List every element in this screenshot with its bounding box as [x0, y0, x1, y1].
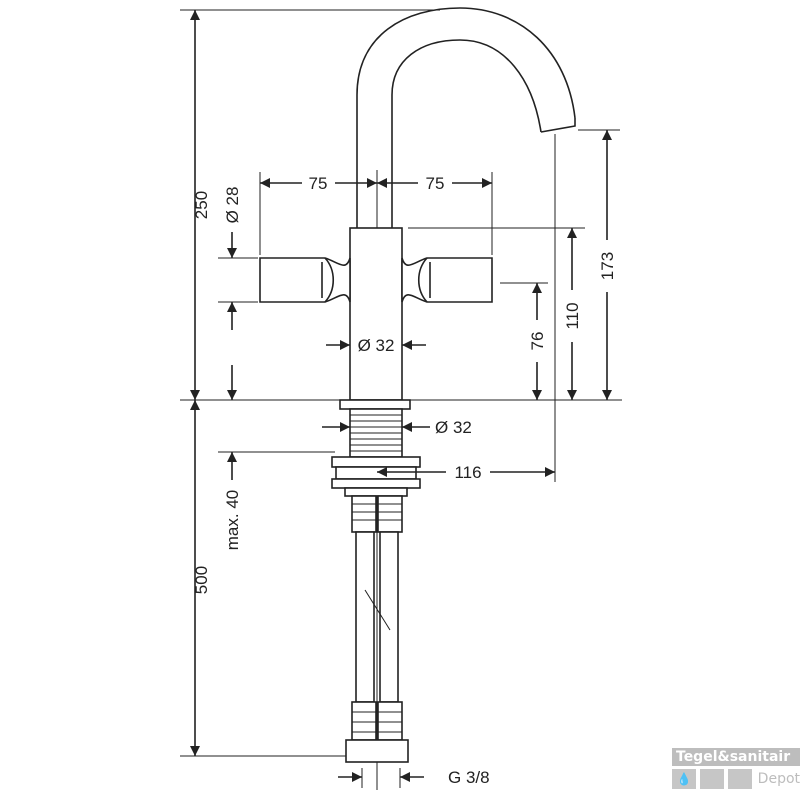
watermark-brand: Tegel&sanitair [672, 748, 800, 766]
label-250: 250 [192, 191, 211, 219]
supply-hoses [345, 495, 409, 763]
dimension-lines [190, 9, 612, 782]
watermark-sub: Depot [757, 771, 800, 787]
label-500: 500 [192, 566, 211, 594]
label-75-right: 75 [426, 174, 445, 193]
label-shank-diameter: Ø 32 [435, 418, 472, 437]
spout [356, 7, 576, 230]
logo-square [727, 769, 752, 789]
label-diameter-28: Ø 28 [223, 187, 242, 224]
handle-left [259, 257, 351, 303]
label-75-left: 75 [309, 174, 328, 193]
label-76: 76 [528, 332, 547, 351]
label-110: 110 [563, 302, 582, 329]
label-g38: G 3/8 [448, 768, 490, 787]
watermark-logo: Tegel&sanitair 💧 Depot [672, 748, 800, 789]
mounting-nut [331, 456, 421, 497]
threaded-shank [349, 408, 403, 458]
handle-right [401, 257, 493, 303]
label-max-40: max. 40 [223, 490, 242, 550]
drop-icon: 💧 [672, 769, 696, 789]
logo-square [699, 769, 724, 789]
label-116: 116 [454, 463, 481, 482]
extension-lines [180, 9, 620, 788]
label-body-diameter: Ø 32 [358, 336, 395, 355]
faucet-body [349, 227, 403, 401]
flange [339, 399, 411, 410]
label-173: 173 [598, 252, 617, 280]
